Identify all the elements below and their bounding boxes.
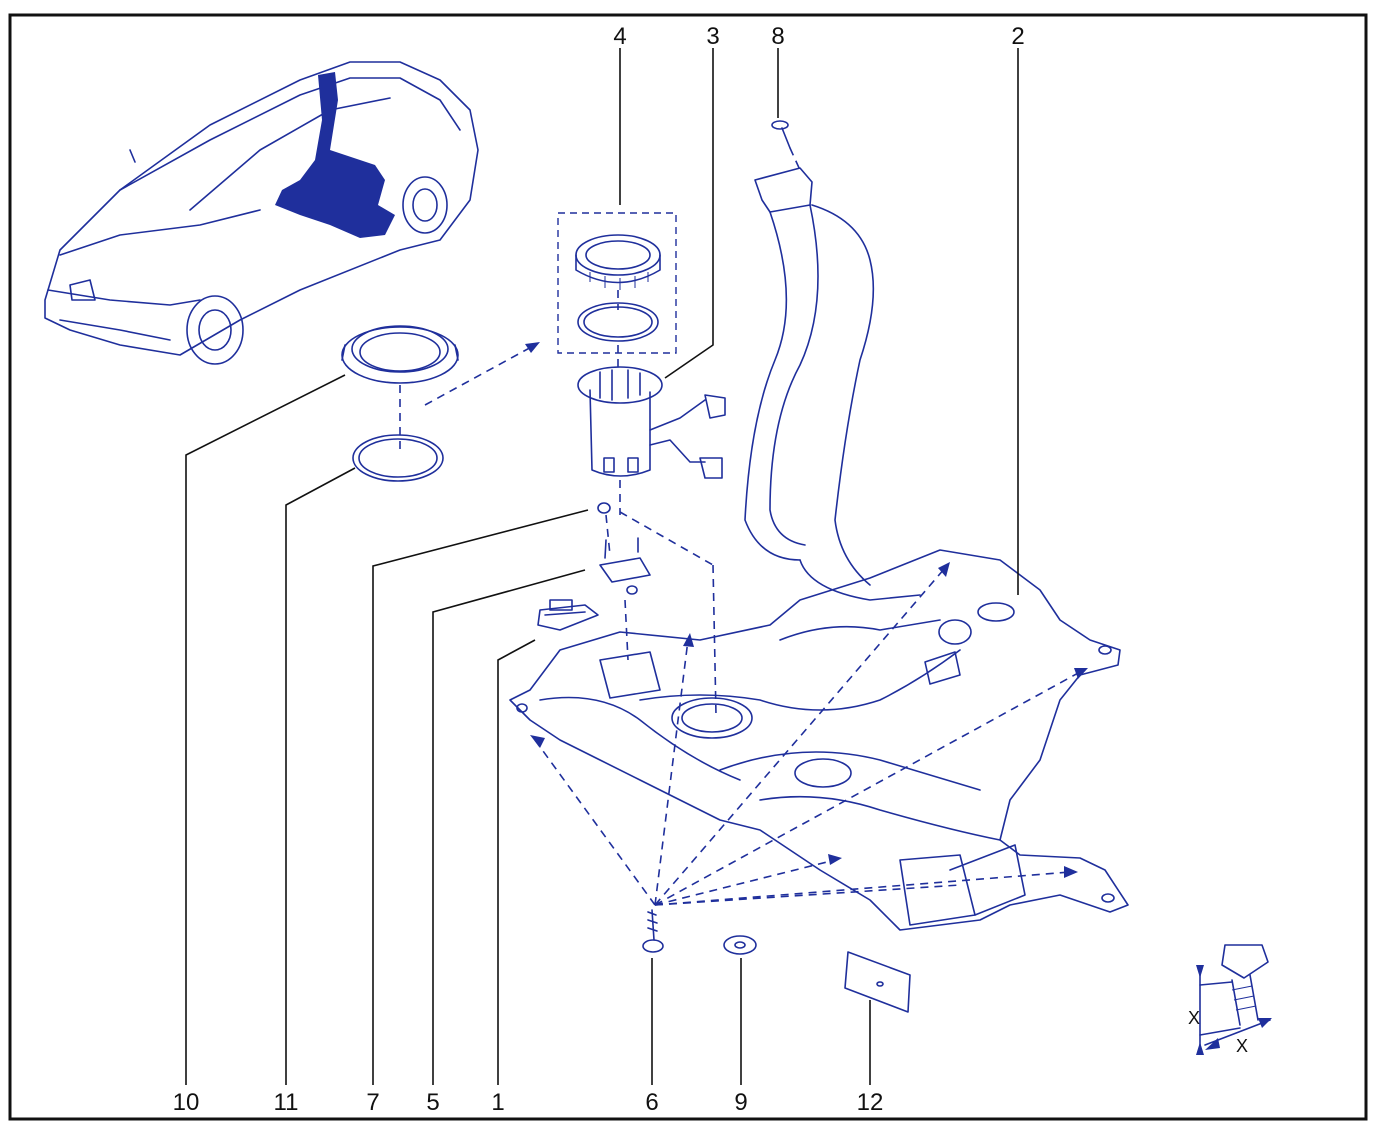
dimension-label-x-left: X	[1188, 1008, 1200, 1028]
arrow-head	[525, 342, 540, 353]
dimension-label-x-bottom: X	[1236, 1036, 1248, 1056]
part-7-axis	[605, 514, 611, 556]
callout-10: 10	[173, 1089, 200, 1116]
part-5-axis	[624, 599, 629, 661]
part-7-grommet	[597, 502, 611, 514]
part-12-pad	[844, 951, 911, 1013]
callout-7: 7	[366, 1089, 379, 1116]
callout-8: 8	[771, 23, 784, 50]
part-8-screw	[771, 120, 791, 149]
arrow-10-to-4	[424, 344, 536, 406]
filler-neck-pipe	[744, 167, 921, 601]
callout-12: 12	[857, 1089, 884, 1116]
frame-border	[8, 13, 1368, 1121]
callout-5: 5	[426, 1089, 439, 1116]
leader-lines	[185, 48, 1019, 1085]
callout-11: 11	[274, 1089, 299, 1116]
part-10-locking-ring	[341, 325, 459, 384]
part-5-bracket	[599, 537, 651, 595]
torque-marking-symbol: X X	[1188, 944, 1272, 1056]
part-8-axis	[789, 147, 801, 171]
callout-2: 2	[1011, 23, 1024, 50]
part-3-guide-vertical	[712, 564, 717, 716]
vehicle-illustration	[44, 61, 479, 365]
part-2-fuel-tank	[509, 549, 1129, 931]
fastener-arrows	[530, 562, 1088, 906]
part-1-sensor	[537, 599, 599, 631]
part-4-group-box	[557, 212, 677, 354]
part-11-o-ring	[352, 434, 444, 482]
part-4-o-ring	[577, 302, 659, 342]
part-6-bolt	[642, 909, 664, 953]
part-3-guide	[619, 511, 714, 566]
callout-6: 6	[645, 1089, 658, 1116]
part-4-locking-ring	[575, 234, 661, 290]
callout-9: 9	[734, 1089, 747, 1116]
part-3-fuel-pump-module	[577, 366, 726, 479]
callout-3: 3	[706, 23, 719, 50]
part-9-washer	[723, 935, 757, 955]
callout-numbers: 4 3 8 2 10 11 7 5 1 6 9 12	[173, 23, 1025, 1116]
callout-1: 1	[491, 1089, 504, 1116]
callout-4: 4	[613, 23, 626, 50]
